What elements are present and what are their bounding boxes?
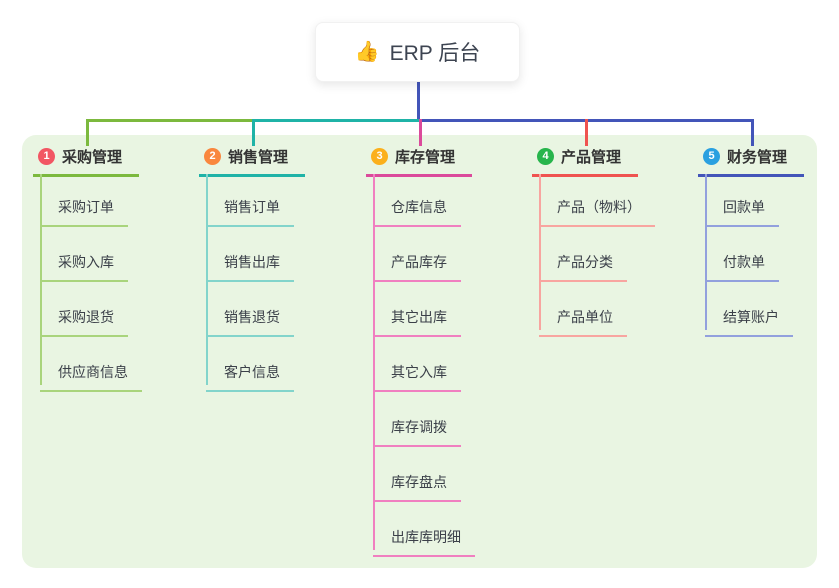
branch-title-label: 销售管理 <box>228 149 289 166</box>
leaf-node[interactable]: 产品单位 <box>532 282 682 337</box>
leaf-node-label: 采购订单 <box>40 197 128 227</box>
leaf-node[interactable]: 回款单 <box>698 172 839 227</box>
leaf-node-label: 产品单位 <box>539 307 627 337</box>
leaf-node[interactable]: 出库库明细 <box>366 502 516 557</box>
leaf-node[interactable]: 产品分类 <box>532 227 682 282</box>
branch-number-badge: 5 <box>703 148 720 165</box>
branch-title-4[interactable]: 4 产品管理 <box>532 146 638 177</box>
leaf-node[interactable]: 其它出库 <box>366 282 516 337</box>
branch-title-label: 采购管理 <box>62 149 123 166</box>
leaf-node[interactable]: 仓库信息 <box>366 172 516 227</box>
branch-items: 采购订单采购入库采购退货供应商信息 <box>33 172 183 392</box>
leaf-node[interactable]: 产品（物料） <box>532 172 682 227</box>
branch-title-1[interactable]: 1 采购管理 <box>33 146 139 177</box>
branch-number-badge: 4 <box>537 148 554 165</box>
leaf-node[interactable]: 采购订单 <box>33 172 183 227</box>
leaf-node-label: 客户信息 <box>206 362 294 392</box>
leaf-node-label: 销售订单 <box>206 197 294 227</box>
leaf-node-label: 采购入库 <box>40 252 128 282</box>
branch-items: 产品（物料） 产品分类产品单位 <box>532 172 682 337</box>
branch-title-label: 产品管理 <box>561 149 622 166</box>
leaf-node-label: 采购退货 <box>40 307 128 337</box>
branch-number-badge: 1 <box>38 148 55 165</box>
branches-panel <box>22 135 817 568</box>
leaf-node[interactable]: 采购退货 <box>33 282 183 337</box>
leaf-node-label: 销售退货 <box>206 307 294 337</box>
branch-trunk-line <box>705 174 707 330</box>
thumbs-up-icon: 👍 <box>354 41 380 63</box>
leaf-node-label: 仓库信息 <box>373 197 461 227</box>
branch-items: 销售订单销售出库销售退货客户信息 <box>199 172 349 392</box>
leaf-node-label: 库存调拨 <box>373 417 461 447</box>
bus-segment-2 <box>252 119 421 122</box>
leaf-node-label: 产品（物料） <box>539 197 655 227</box>
leaf-node-label: 其它出库 <box>373 307 461 337</box>
root-node-label: ERP 后台 <box>389 42 481 65</box>
leaf-node-label: 出库库明细 <box>373 527 475 557</box>
branch-title-3[interactable]: 3 库存管理 <box>366 146 472 177</box>
leaf-node-label: 产品分类 <box>539 252 627 282</box>
leaf-node[interactable]: 销售退货 <box>199 282 349 337</box>
leaf-node-label: 回款单 <box>705 197 779 227</box>
leaf-node-label: 库存盘点 <box>373 472 461 502</box>
branch-trunk-line <box>373 174 375 550</box>
branch-drop-1 <box>86 119 89 146</box>
leaf-node-label: 销售出库 <box>206 252 294 282</box>
leaf-node[interactable]: 产品库存 <box>366 227 516 282</box>
leaf-node-label: 结算账户 <box>705 307 793 337</box>
leaf-node[interactable]: 采购入库 <box>33 227 183 282</box>
branch-title-2[interactable]: 2 销售管理 <box>199 146 305 177</box>
leaf-node[interactable]: 付款单 <box>698 227 839 282</box>
branch-title-5[interactable]: 5 财务管理 <box>698 146 804 177</box>
leaf-node[interactable]: 库存盘点 <box>366 447 516 502</box>
branch-trunk-line <box>206 174 208 385</box>
leaf-node[interactable]: 供应商信息 <box>33 337 183 392</box>
leaf-node-label: 产品库存 <box>373 252 461 282</box>
leaf-node-label: 其它入库 <box>373 362 461 392</box>
branch-drop-3 <box>419 119 422 146</box>
branch-trunk-line <box>539 174 541 330</box>
branch-4: 4 产品管理产品（物料） 产品分类产品单位 <box>532 146 682 337</box>
branch-2: 2 销售管理销售订单销售出库销售退货客户信息 <box>199 146 349 392</box>
leaf-node[interactable]: 客户信息 <box>199 337 349 392</box>
root-node[interactable]: 👍 ERP 后台 <box>315 22 520 82</box>
branch-number-badge: 2 <box>204 148 221 165</box>
leaf-node[interactable]: 结算账户 <box>698 282 839 337</box>
leaf-node[interactable]: 其它入库 <box>366 337 516 392</box>
branch-items: 仓库信息产品库存其它出库其它入库库存调拨库存盘点出库库明细 <box>366 172 516 557</box>
branch-trunk-line <box>40 174 42 385</box>
branch-5: 5 财务管理回款单付款单结算账户 <box>698 146 839 337</box>
branch-drop-5 <box>751 119 754 146</box>
leaf-node[interactable]: 销售订单 <box>199 172 349 227</box>
branch-1: 1 采购管理采购订单采购入库采购退货供应商信息 <box>33 146 183 392</box>
branch-number-badge: 3 <box>371 148 388 165</box>
leaf-node[interactable]: 销售出库 <box>199 227 349 282</box>
branch-title-label: 库存管理 <box>395 149 456 166</box>
branch-drop-2 <box>252 119 255 146</box>
leaf-node-label: 供应商信息 <box>40 362 142 392</box>
branch-items: 回款单付款单结算账户 <box>698 172 839 337</box>
root-connector-line <box>417 82 420 122</box>
branch-3: 3 库存管理仓库信息产品库存其它出库其它入库库存调拨库存盘点出库库明细 <box>366 146 516 557</box>
leaf-node[interactable]: 库存调拨 <box>366 392 516 447</box>
bus-segment-1 <box>86 119 254 122</box>
branch-drop-4 <box>585 119 588 146</box>
leaf-node-label: 付款单 <box>705 252 779 282</box>
branch-title-label: 财务管理 <box>727 149 788 166</box>
